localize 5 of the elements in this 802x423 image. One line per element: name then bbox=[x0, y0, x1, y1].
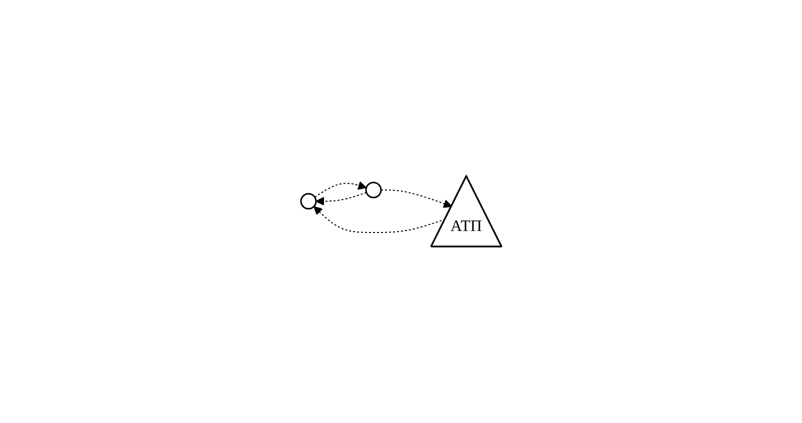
arrow bbox=[380, 190, 452, 208]
arrow bbox=[314, 181, 366, 198]
arrow bbox=[315, 192, 367, 206]
node-circle bbox=[365, 182, 382, 198]
node-circle bbox=[300, 193, 316, 210]
